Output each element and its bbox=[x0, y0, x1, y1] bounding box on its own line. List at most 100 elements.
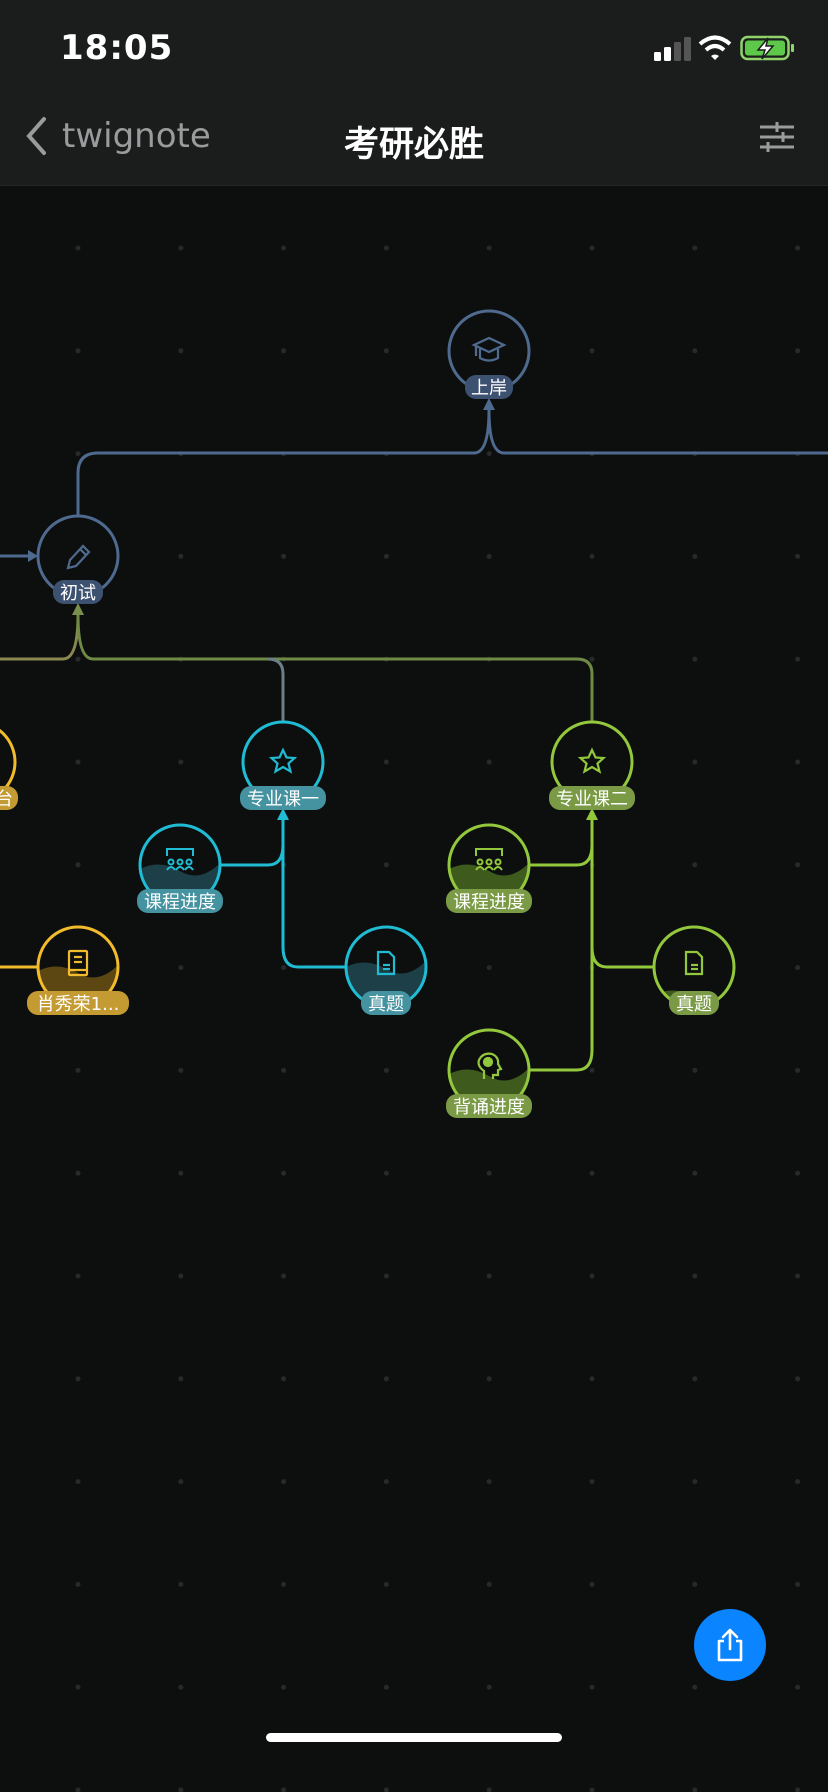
grid-dot bbox=[178, 965, 184, 971]
grid-dot bbox=[486, 1787, 492, 1792]
grid-dot bbox=[383, 1479, 389, 1485]
back-button[interactable]: twignote bbox=[24, 116, 211, 156]
edge-course2-major2 bbox=[530, 818, 594, 867]
grid-dot bbox=[692, 1684, 698, 1690]
signal-icon bbox=[654, 37, 691, 61]
grid-dot bbox=[589, 553, 595, 559]
grid-dot bbox=[589, 1684, 595, 1690]
home-indicator bbox=[266, 1733, 562, 1742]
node-label: 背诵进度 bbox=[453, 1097, 525, 1118]
grid-dot bbox=[281, 1273, 287, 1279]
grid-dot bbox=[795, 965, 801, 971]
node-left-partial[interactable]: 台 bbox=[0, 722, 18, 810]
share-icon bbox=[717, 1628, 743, 1662]
node-label: 专业课一 bbox=[247, 789, 319, 810]
grid-dot bbox=[178, 1067, 184, 1073]
status-time: 18:05 bbox=[60, 28, 174, 68]
grid-dot bbox=[486, 1170, 492, 1176]
node-label: 真题 bbox=[676, 994, 712, 1015]
grid-dot bbox=[178, 1376, 184, 1382]
grid-dot bbox=[178, 245, 184, 251]
grid-dot bbox=[486, 1581, 492, 1587]
grid-dot bbox=[383, 1581, 389, 1587]
grid-dot bbox=[486, 1684, 492, 1690]
grid-dot bbox=[383, 759, 389, 765]
grid-dot bbox=[75, 1376, 81, 1382]
grid-dot bbox=[383, 1787, 389, 1792]
grid-dot bbox=[795, 553, 801, 559]
grid-dot bbox=[75, 1067, 81, 1073]
node-label: 上岸 bbox=[471, 378, 507, 399]
grid-dot bbox=[75, 1273, 81, 1279]
battery-charging-icon bbox=[740, 35, 794, 61]
arrows bbox=[28, 398, 598, 820]
grid-dot bbox=[589, 1170, 595, 1176]
grid-dot bbox=[281, 553, 287, 559]
grid-dot bbox=[589, 1273, 595, 1279]
grid-dot bbox=[281, 245, 287, 251]
grid-dot bbox=[486, 553, 492, 559]
node-course1[interactable]: 课程进度 bbox=[137, 823, 223, 913]
node-book[interactable]: 肖秀荣1... bbox=[27, 925, 129, 1015]
grid-dot bbox=[75, 1479, 81, 1485]
edge-exam2-major2 bbox=[590, 946, 653, 969]
edge-leftbranch-exam bbox=[0, 614, 80, 661]
classroom-icon bbox=[475, 848, 503, 871]
node-goal[interactable]: 上岸 bbox=[447, 309, 531, 399]
grid-dot bbox=[383, 348, 389, 354]
mind-map-canvas[interactable]: 上岸 初试 台 专业课一 专业课二 课程进度 课程进度 肖秀 bbox=[0, 186, 828, 1792]
node-label: 初试 bbox=[60, 583, 96, 604]
node-course2[interactable]: 课程进度 bbox=[446, 823, 532, 913]
node-major2[interactable]: 专业课二 bbox=[549, 720, 635, 810]
grid-dot bbox=[692, 656, 698, 662]
node-label: 课程进度 bbox=[144, 892, 216, 913]
grid-dot bbox=[486, 965, 492, 971]
grid-dot bbox=[383, 245, 389, 251]
grid-dot bbox=[589, 245, 595, 251]
edge-major1-exam bbox=[267, 657, 285, 721]
grid-dot bbox=[589, 656, 595, 662]
grid-dot bbox=[486, 1479, 492, 1485]
grid-dot bbox=[178, 1273, 184, 1279]
grid-dot bbox=[795, 1684, 801, 1690]
node-recite[interactable]: 背诵进度 bbox=[446, 1028, 532, 1118]
node-exam1[interactable]: 真题 bbox=[344, 925, 428, 1015]
grid-dot bbox=[795, 1479, 801, 1485]
grid-dot bbox=[75, 862, 81, 868]
grid-dot bbox=[383, 862, 389, 868]
grid-dot bbox=[281, 1787, 287, 1792]
node-major1[interactable]: 专业课一 bbox=[240, 720, 326, 810]
wifi-icon bbox=[698, 35, 732, 60]
grid-dot bbox=[75, 348, 81, 354]
grid-dot bbox=[75, 1170, 81, 1176]
share-button[interactable] bbox=[694, 1609, 766, 1681]
head-brain-icon bbox=[477, 1052, 503, 1079]
grid-dot bbox=[281, 348, 287, 354]
grid-dot bbox=[795, 1273, 801, 1279]
node-exam[interactable]: 初试 bbox=[36, 514, 120, 604]
grid-dot bbox=[589, 348, 595, 354]
grid-dot bbox=[692, 348, 698, 354]
edge-exam1-major1 bbox=[281, 818, 345, 969]
grid-dot bbox=[281, 1479, 287, 1485]
grid-dot bbox=[178, 348, 184, 354]
edge-major2-exam bbox=[76, 614, 594, 721]
document-icon bbox=[376, 950, 396, 976]
grid-dot bbox=[795, 1067, 801, 1073]
grid-dot bbox=[383, 1684, 389, 1690]
grid-dot bbox=[383, 553, 389, 559]
settings-sliders-icon[interactable] bbox=[760, 122, 794, 152]
book-icon bbox=[67, 949, 89, 977]
grid-dot bbox=[692, 862, 698, 868]
grid-dot bbox=[75, 759, 81, 765]
edges bbox=[0, 409, 828, 1072]
grid-dot bbox=[75, 1684, 81, 1690]
classroom-icon bbox=[166, 848, 194, 871]
node-exam2[interactable]: 真题 bbox=[652, 925, 736, 1015]
grid-dot bbox=[692, 1581, 698, 1587]
grid-dot bbox=[589, 1067, 595, 1073]
grid-dot bbox=[383, 1273, 389, 1279]
grid-dot bbox=[795, 245, 801, 251]
star-icon bbox=[268, 747, 298, 774]
grid-dot bbox=[692, 553, 698, 559]
